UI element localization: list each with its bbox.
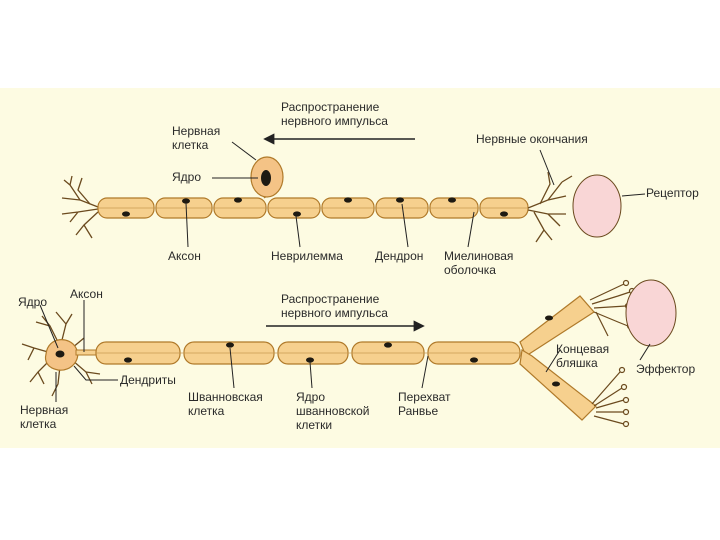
end-plates — [589, 279, 636, 428]
bottom-axon-label: Аксон — [70, 287, 103, 301]
schwann-nucleus-label-line2: шванновской — [296, 404, 370, 418]
bottom-nerve-cell-body — [21, 311, 101, 397]
bottom-impulse-label: Распространение нервного импульса — [281, 292, 388, 320]
schwann-nucleus-label-line3: клетки — [296, 418, 333, 432]
end-plate-label: Концевая бляшка — [556, 342, 609, 370]
top-myelin-label: Миелиновая оболочка — [444, 249, 513, 277]
schwann-nucleus-label-line1: Ядро — [296, 390, 326, 404]
top-dendron-label: Дендрон — [375, 249, 424, 263]
bottom-neuron — [21, 279, 677, 428]
top-impulse-label-line2: нервного импульса — [281, 114, 388, 128]
top-myelin-label-line1: Миелиновая — [444, 249, 514, 263]
top-nerve-cell-body — [250, 156, 284, 199]
top-nucleus-label: Ядро — [172, 170, 202, 184]
bottom-nerve-cell-label-line1: Нервная — [20, 403, 69, 417]
diagram-background — [0, 88, 720, 448]
bottom-impulse-label-line1: Распространение — [281, 292, 380, 306]
bottom-cell-nucleus — [55, 350, 65, 358]
end-plate-label-line2: бляшка — [556, 356, 598, 370]
top-neuron — [61, 133, 646, 248]
top-myelin-label-line2: оболочка — [444, 263, 496, 277]
bottom-nucleus-label: Ядро — [18, 295, 48, 309]
bottom-nerve-cell-label: Нервная клетка — [20, 403, 68, 431]
ranvier-node-label-line1: Перехват — [398, 390, 451, 404]
schwann-nucleus-label: Ядро шванновской клетки — [296, 390, 369, 432]
top-nerve-cell-label-line2: клетка — [172, 138, 209, 152]
top-nerve-endings-label: Нервные окончания — [476, 132, 588, 146]
ranvier-node-label: Перехват Ранвье — [398, 390, 451, 418]
schwann-cell-label: Шванновская клетка — [188, 390, 263, 418]
schwann-cell-label-line1: Шванновская — [188, 390, 263, 404]
top-nerve-endings — [527, 171, 573, 243]
top-nerve-cell-label: Нервная клетка — [172, 124, 220, 152]
top-left-dendrites — [61, 175, 99, 239]
top-impulse-label-line1: Распространение — [281, 100, 380, 114]
end-plate-label-line1: Концевая — [556, 342, 610, 356]
receptor — [572, 174, 622, 238]
top-neurilemma-label: Неврилемма — [271, 249, 343, 263]
bottom-schwann-nuclei — [124, 342, 478, 363]
top-nerve-cell-label-line1: Нервная — [172, 124, 221, 138]
top-receptor-label: Рецептор — [646, 186, 699, 200]
top-axon-label: Аксон — [168, 249, 201, 263]
bottom-nerve-cell-label-line2: клетка — [20, 417, 57, 431]
top-impulse-label: Распространение нервного импульса — [281, 100, 388, 128]
bottom-impulse-label-line2: нервного импульса — [281, 306, 388, 320]
effector-label: Эффектор — [636, 362, 696, 376]
schwann-cell-label-line2: клетка — [188, 404, 225, 418]
ranvier-node-label-line2: Ранвье — [398, 404, 439, 418]
top-schwann-nuclei — [122, 197, 508, 217]
effector — [625, 279, 677, 347]
bottom-dendrites-label: Дендриты — [120, 373, 176, 387]
top-cell-nucleus — [261, 170, 271, 186]
